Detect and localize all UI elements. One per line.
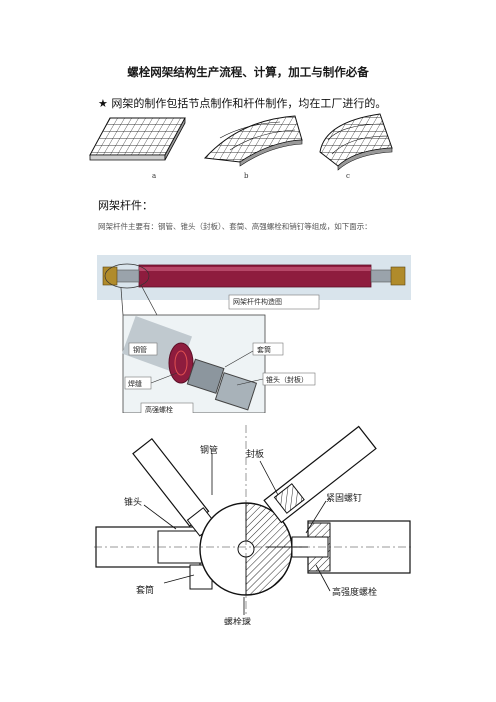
label-bolt: 高强螺栓 [145, 406, 173, 413]
caption-c: c [346, 172, 350, 180]
intro-bullet: ★ 网架的制作包括节点制作和杆件制作，均在工厂进行的。 [98, 97, 387, 110]
label-steel-pipe: 钢管 [133, 346, 147, 354]
joint-label-steel-pipe: 钢管 [200, 446, 219, 456]
flat-grid-a [89, 117, 186, 161]
label-weld: 焊缝 [128, 380, 142, 388]
grid-structures-figure [89, 113, 393, 171]
bolt-ball-joint-figure: 钢管 封板 锥头 紧固螺钉 套筒 高强度螺栓 螺栓球 [94, 425, 412, 625]
joint-label-seal-plate: 封板 [246, 450, 265, 460]
joint-label-cone-head: 锥头 [124, 498, 143, 508]
section-heading: 网架杆件： [98, 199, 153, 212]
caption-a: a [152, 172, 157, 180]
joint-label-ball: 螺栓球 [224, 618, 252, 625]
joint-label-hs-bolt: 高强度螺栓 [332, 588, 378, 598]
dome-grid-b [203, 115, 303, 167]
label-sleeve: 套筒 [257, 346, 271, 354]
label-cone-head: 锥头（封板） [266, 376, 308, 384]
intro-paragraph: 网架杆件主要有：钢管、锥头（封板）、套筒、高强螺栓和销钉等组成，如下面示： [98, 222, 372, 231]
member-render-figure: 网架杆件构造图 钢管 套筒 焊缝 锥头（封板） 高强螺栓 [97, 255, 411, 413]
joint-label-sleeve: 套筒 [136, 586, 155, 596]
page-title: 螺栓网架结构生产流程、计算，加工与制作必备 [127, 65, 369, 79]
member-figure-title: 网架杆件构造图 [233, 298, 282, 306]
caption-b: b [244, 172, 249, 180]
joint-label-set-screw: 紧固螺钉 [326, 494, 363, 504]
curved-grid-c [319, 113, 393, 171]
